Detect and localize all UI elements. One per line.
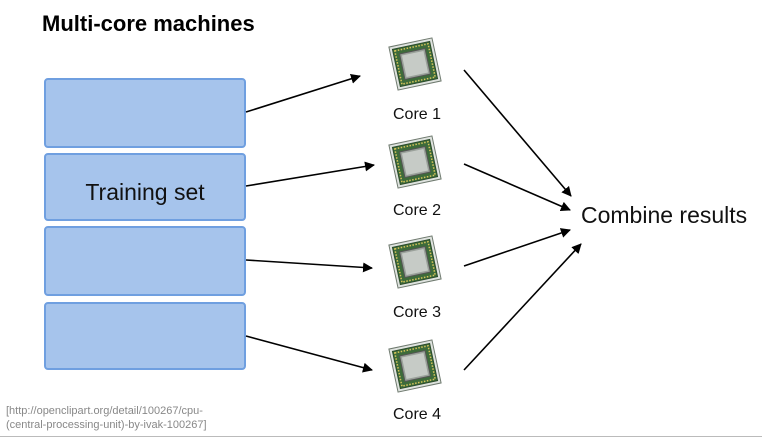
core-4-label: Core 4 — [392, 406, 442, 423]
arrow-block2-core2 — [245, 161, 375, 187]
core-1-label: Core 1 — [392, 106, 442, 123]
training-set-block-3 — [44, 226, 246, 296]
core-3-label: Core 3 — [392, 304, 442, 321]
training-set-block-1 — [44, 78, 246, 148]
arrow-block1-core1 — [245, 73, 361, 113]
training-set-label: Training set — [85, 179, 205, 205]
slide-title: Multi-core machines — [42, 11, 255, 36]
core-2-label: Core 2 — [392, 202, 442, 219]
cpu-chip-icon — [387, 134, 443, 190]
cpu-chip-icon — [387, 234, 443, 290]
arrow-core4-combine — [463, 243, 582, 371]
citation-line-1: [http://openclipart.org/detail/100267/cp… — [6, 405, 203, 417]
arrow-core2-combine — [463, 163, 571, 212]
arrow-core3-combine — [463, 228, 571, 267]
arrow-block4-core4 — [245, 335, 373, 373]
training-set-block-4 — [44, 302, 246, 370]
cpu-chip-icon — [387, 338, 443, 394]
arrow-core1-combine — [463, 69, 572, 197]
cpu-chip-icon — [387, 36, 443, 92]
image-citation: [http://openclipart.org/detail/100267/cp… — [6, 404, 266, 432]
bottom-rule — [0, 436, 762, 437]
combine-results-label: Combine results — [581, 202, 748, 228]
arrow-block3-core3 — [245, 259, 373, 273]
training-set-block-2: Training set — [44, 153, 246, 221]
citation-line-2: (central-processing-unit)-by-ivak-100267… — [6, 419, 207, 431]
